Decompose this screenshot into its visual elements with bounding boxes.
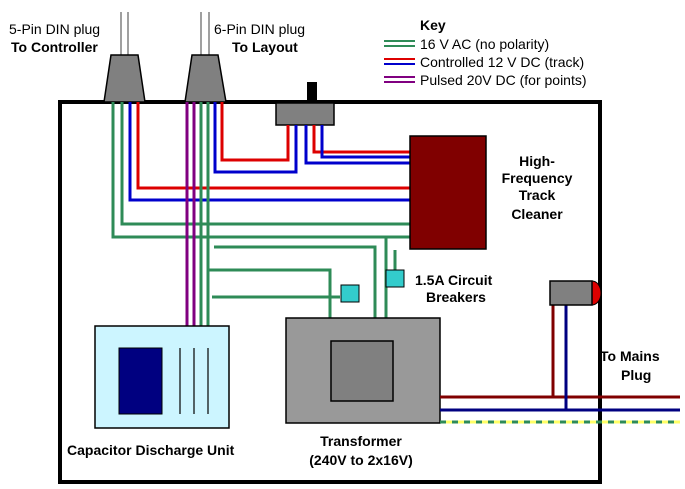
switch-body <box>275 102 335 126</box>
mains-switch-box <box>549 280 593 306</box>
din-cables <box>120 12 210 55</box>
wire-controller-red <box>136 102 410 190</box>
key-label-ac: 16 V AC (no polarity) <box>420 36 549 52</box>
six-pin-label-2: To Layout <box>232 39 298 55</box>
switch-lever <box>307 82 317 104</box>
wire-mains-brown <box>440 305 555 399</box>
circuit-breaker-2 <box>385 269 405 288</box>
wire-switch-blue-2 <box>320 125 410 159</box>
transformer-label-2: (240V to 2x16V) <box>309 452 413 468</box>
key-label-pulsed: Pulsed 20V DC (for points) <box>420 72 587 88</box>
key-title: Key <box>420 17 446 33</box>
six-pin-label-1: 6-Pin DIN plug <box>214 21 305 37</box>
controller-wires <box>111 102 410 239</box>
mains-label-2: Plug <box>621 367 651 383</box>
breakers-label-2: Breakers <box>426 289 486 305</box>
layout-wires <box>185 102 298 333</box>
cdu-block <box>118 347 163 415</box>
track-cleaner-box <box>409 135 487 250</box>
cleaner-label-1: High- <box>519 153 555 169</box>
mains-wires <box>440 305 680 424</box>
wire-layout-red <box>220 102 290 162</box>
wire-controller-green-outer <box>111 102 410 239</box>
wire-controller-blue <box>128 102 410 202</box>
cleaner-label-4: Cleaner <box>511 206 563 222</box>
mains-lamp <box>591 280 602 306</box>
cleaner-label-3: Track <box>519 187 556 203</box>
key-label-dc: Controlled 12 V DC (track) <box>420 54 584 70</box>
wire-mains-blue <box>440 305 568 412</box>
cdu-terminal-lines <box>179 348 209 414</box>
switch-wires <box>304 125 410 165</box>
mains-label-1: To Mains <box>600 348 660 364</box>
breakers-label-1: 1.5A Circuit <box>415 272 493 288</box>
five-pin-label-2: To Controller <box>11 39 98 55</box>
cdu-label: Capacitor Discharge Unit <box>67 442 235 458</box>
key-legend: Key 16 V AC (no polarity) Controlled 12 … <box>384 17 587 88</box>
wire-layout-blue <box>213 102 298 174</box>
key-item-ac: 16 V AC (no polarity) <box>384 36 549 52</box>
wire-switch-blue <box>304 125 410 165</box>
five-pin-label-1: 5-Pin DIN plug <box>9 21 100 37</box>
transformer-label-1: Transformer <box>320 433 402 449</box>
six-pin-din-plug <box>184 54 227 103</box>
cleaner-label-2: Frequency <box>502 170 573 186</box>
wire-ac-cdu <box>208 268 332 318</box>
five-pin-din-plug <box>103 54 146 103</box>
key-item-pulsed: Pulsed 20V DC (for points) <box>384 72 587 88</box>
circuit-breaker-1 <box>340 284 360 303</box>
wire-switch-red <box>312 125 410 154</box>
key-item-dc: Controlled 12 V DC (track) <box>384 54 584 70</box>
wire-controller-green-inner <box>120 102 410 226</box>
ac-wires <box>208 237 397 318</box>
transformer-core <box>330 340 394 402</box>
wire-ac-cleaner-left <box>214 245 377 318</box>
